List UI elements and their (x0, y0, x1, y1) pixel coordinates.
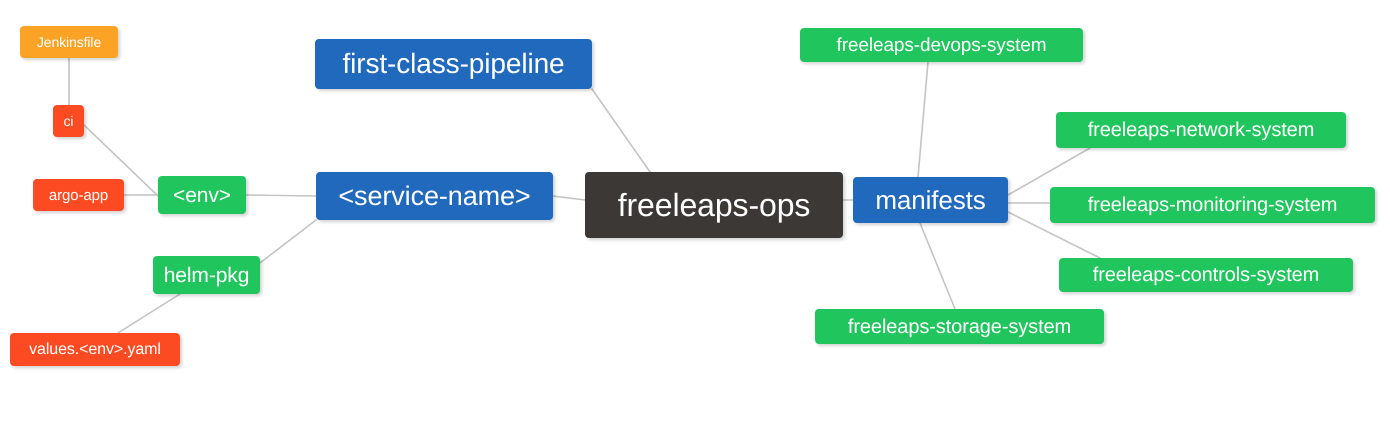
node-label-service-name: <service-name> (338, 180, 531, 211)
node-service-name[interactable]: <service-name> (316, 172, 553, 220)
node-label-jenkinsfile: Jenkinsfile (36, 34, 102, 50)
node-label-manifests: manifests (875, 185, 986, 215)
node-freeleaps-controls-system[interactable]: freeleaps-controls-system (1059, 258, 1353, 292)
node-label-values-yaml: values.<env>.yaml (29, 340, 161, 358)
edge-helm-pkg-to-values-yaml (117, 293, 181, 334)
node-label-freeleaps-network-system: freeleaps-network-system (1087, 119, 1315, 141)
node-label-freeleaps-controls-system: freeleaps-controls-system (1092, 264, 1320, 286)
node-label-argo-app: argo-app (48, 186, 109, 204)
edge-service-name-to-freeleaps-ops (552, 195, 586, 201)
edge-env-to-service-name (245, 194, 317, 197)
node-argo-app[interactable]: argo-app (33, 179, 124, 211)
node-freeleaps-network-system[interactable]: freeleaps-network-system (1056, 112, 1346, 148)
edge-first-class-pipeline-to-freeleaps-ops (591, 88, 651, 173)
node-freeleaps-storage-system[interactable]: freeleaps-storage-system (815, 309, 1104, 344)
node-label-freeleaps-monitoring-system: freeleaps-monitoring-system (1087, 194, 1338, 216)
node-first-class-pipeline[interactable]: first-class-pipeline (315, 39, 592, 89)
node-freeleaps-monitoring-system[interactable]: freeleaps-monitoring-system (1050, 187, 1375, 223)
node-ci[interactable]: ci (53, 105, 84, 137)
node-values-yaml[interactable]: values.<env>.yaml (10, 333, 180, 366)
node-label-freeleaps-storage-system: freeleaps-storage-system (847, 315, 1072, 338)
edge-manifests-to-freeleaps-devops-system (917, 61, 929, 178)
node-jenkinsfile[interactable]: Jenkinsfile (20, 26, 118, 58)
node-label-ci: ci (63, 113, 74, 129)
node-label-helm-pkg: helm-pkg (163, 263, 250, 287)
edge-service-name-to-helm-pkg (259, 219, 317, 264)
node-label-freeleaps-devops-system: freeleaps-devops-system (836, 34, 1047, 56)
node-freeleaps-ops[interactable]: freeleaps-ops (585, 172, 843, 238)
node-manifests[interactable]: manifests (853, 177, 1008, 223)
node-label-env: <env> (173, 183, 231, 207)
node-env[interactable]: <env> (158, 176, 246, 214)
node-freeleaps-devops-system[interactable]: freeleaps-devops-system (800, 28, 1083, 62)
edge-manifests-to-freeleaps-storage-system (919, 222, 956, 310)
node-label-first-class-pipeline: first-class-pipeline (342, 48, 565, 79)
node-label-freeleaps-ops: freeleaps-ops (617, 187, 811, 223)
node-helm-pkg[interactable]: helm-pkg (153, 256, 260, 294)
